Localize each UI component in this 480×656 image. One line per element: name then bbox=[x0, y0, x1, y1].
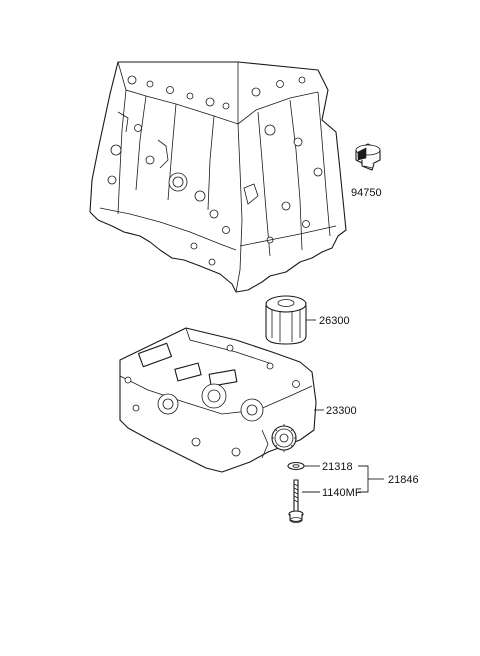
part-number-label: 1140MF bbox=[322, 487, 362, 499]
leader-lines bbox=[302, 319, 384, 493]
part-number-label: 21318 bbox=[322, 461, 353, 473]
part-number-label: 23300 bbox=[326, 405, 357, 417]
part-number-label: 21846 bbox=[388, 474, 419, 486]
engine-block-illustration bbox=[89, 61, 347, 293]
bolt-illustration bbox=[288, 479, 304, 523]
oil-filter-illustration bbox=[265, 295, 307, 345]
part-number-label: 26300 bbox=[319, 315, 350, 327]
oil-pressure-switch-illustration bbox=[355, 143, 381, 171]
balance-shaft-module-illustration bbox=[119, 327, 317, 473]
part-number-label: 94750 bbox=[351, 187, 382, 199]
washer-illustration bbox=[287, 461, 305, 471]
